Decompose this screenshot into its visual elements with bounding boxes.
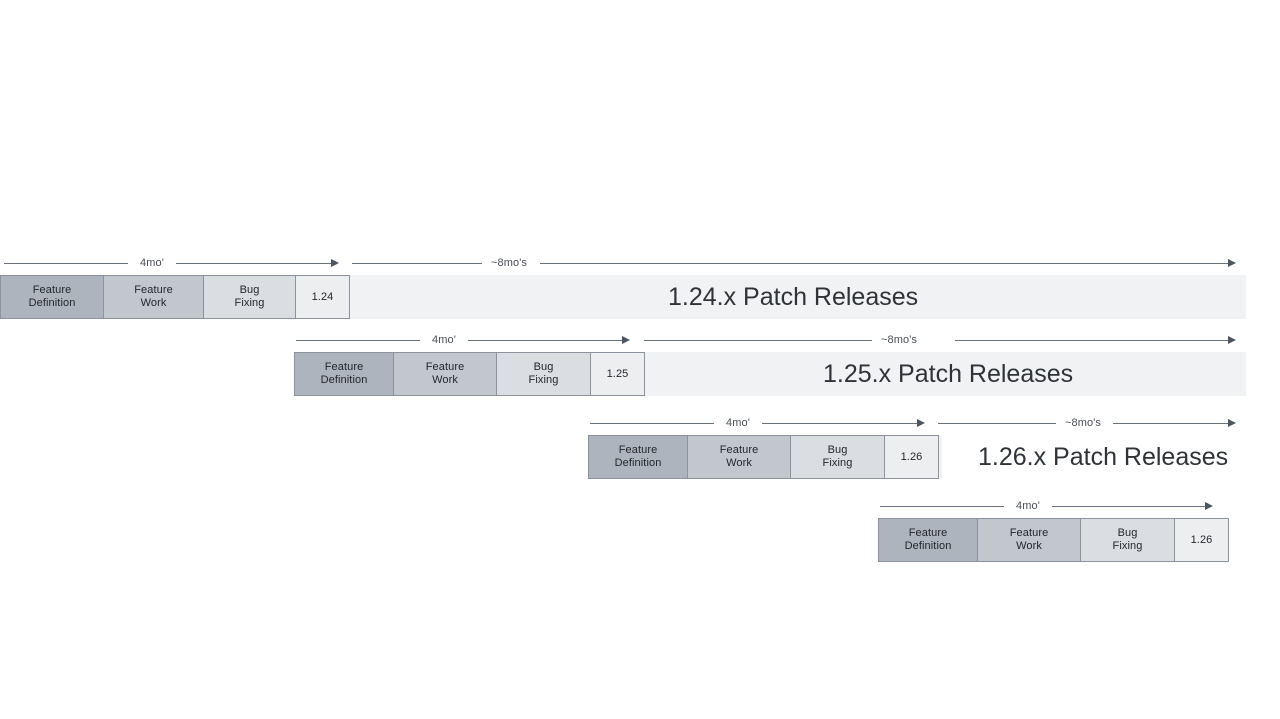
dev-line-right (468, 340, 622, 341)
version-box-1-24[interactable]: 1.24 (295, 275, 350, 319)
dev-arrowhead-icon (1205, 502, 1213, 510)
dev-arrowhead-icon (622, 336, 630, 344)
dev-arrowhead-icon (917, 419, 925, 427)
phase-bar-1-26: Feature Definition Feature Work Bug Fixi… (588, 435, 939, 479)
ruler-1-25: 4mo' ~8mo's (0, 330, 1280, 352)
phase-bug-fixing[interactable]: Bug Fixing (1080, 518, 1175, 562)
phase-bug-fixing[interactable]: Bug Fixing (203, 275, 296, 319)
phase-label-line1: Feature (134, 284, 173, 296)
phase-label-line2: Definition (904, 540, 952, 552)
dev-arrowhead-icon (331, 259, 339, 267)
phase-feature-definition[interactable]: Feature Definition (0, 275, 104, 319)
phase-label-line2: Fixing (822, 457, 853, 469)
dev-line-left (4, 263, 128, 264)
phase-label-line2: Work (1016, 540, 1042, 552)
phase-label-line2: Fixing (528, 374, 559, 386)
phase-label-line1: Feature (425, 361, 465, 373)
ruler-1-26-next: 4mo' (0, 496, 1280, 518)
ruler-1-24: 4mo' ~8mo's (0, 253, 1280, 275)
phase-label-line1: Bug (827, 444, 848, 456)
phase-label-line2: Work (140, 297, 167, 309)
phase-label-line2: Definition (28, 297, 76, 309)
phase-label-line1: Bug (533, 361, 554, 373)
phase-feature-work[interactable]: Feature Work (103, 275, 204, 319)
phase-feature-work[interactable]: Feature Work (977, 518, 1081, 562)
patch-line-left (938, 423, 1056, 424)
patch-line-right (1113, 423, 1230, 424)
patch-title-1-26: 1.26.x Patch Releases (978, 443, 1229, 471)
patch-arrowhead-icon (1228, 336, 1236, 344)
phase-feature-work[interactable]: Feature Work (393, 352, 497, 396)
phase-feature-work[interactable]: Feature Work (687, 435, 791, 479)
patch-duration-label: ~8mo's (490, 257, 528, 269)
patch-line-left (352, 263, 482, 264)
dev-line-right (1052, 506, 1205, 507)
phase-label-line1: Feature (32, 284, 72, 296)
phase-bar-1-25: Feature Definition Feature Work Bug Fixi… (294, 352, 645, 396)
patch-duration-label: ~8mo's (1064, 417, 1102, 429)
patch-line-right (540, 263, 1230, 264)
dev-duration-label: 4mo' (432, 334, 456, 346)
phase-bug-fixing[interactable]: Bug Fixing (790, 435, 885, 479)
dev-line-right (762, 423, 917, 424)
dev-line-left (880, 506, 1004, 507)
phase-label-line2: Fixing (1112, 540, 1143, 552)
phase-bug-fixing[interactable]: Bug Fixing (496, 352, 591, 396)
phase-feature-definition[interactable]: Feature Definition (294, 352, 394, 396)
phase-label-line2: Fixing (234, 297, 265, 309)
phase-label-line2: Work (726, 457, 752, 469)
phase-label-line1: Feature (908, 527, 948, 539)
version-box-1-26[interactable]: 1.26 (884, 435, 939, 479)
patch-line-right (955, 340, 1230, 341)
version-box-1-25[interactable]: 1.25 (590, 352, 645, 396)
dev-line-right (176, 263, 331, 264)
patch-arrowhead-icon (1228, 259, 1236, 267)
ruler-1-26: 4mo' ~8mo's (0, 413, 1280, 435)
patch-arrowhead-icon (1228, 419, 1236, 427)
dev-duration-label: 4mo' (140, 257, 164, 269)
dev-line-left (590, 423, 714, 424)
dev-duration-label: 4mo' (726, 417, 750, 429)
phase-label-line2: Definition (320, 374, 368, 386)
dev-duration-label: 4mo' (1016, 500, 1040, 512)
phase-label-line2: Definition (614, 457, 662, 469)
dev-line-left (296, 340, 420, 341)
patch-duration-label: ~8mo's (880, 334, 918, 346)
phase-feature-definition[interactable]: Feature Definition (588, 435, 688, 479)
phase-label-line1: Feature (1009, 527, 1049, 539)
phase-bar-1-26-next: Feature Definition Feature Work Bug Fixi… (878, 518, 1229, 562)
phase-label-line2: Work (432, 374, 458, 386)
phase-label-line1: Bug (239, 284, 260, 296)
phase-bar-1-24: Feature Definition Feature Work Bug Fixi… (0, 275, 350, 319)
version-box-1-26-next[interactable]: 1.26 (1174, 518, 1229, 562)
phase-label-line1: Feature (324, 361, 364, 373)
phase-feature-definition[interactable]: Feature Definition (878, 518, 978, 562)
phase-label-line1: Feature (618, 444, 658, 456)
phase-label-line1: Feature (719, 444, 759, 456)
patch-title-1-24: 1.24.x Patch Releases (668, 283, 919, 311)
patch-line-left (644, 340, 872, 341)
patch-title-1-25: 1.25.x Patch Releases (823, 360, 1074, 388)
phase-label-line1: Bug (1117, 527, 1138, 539)
